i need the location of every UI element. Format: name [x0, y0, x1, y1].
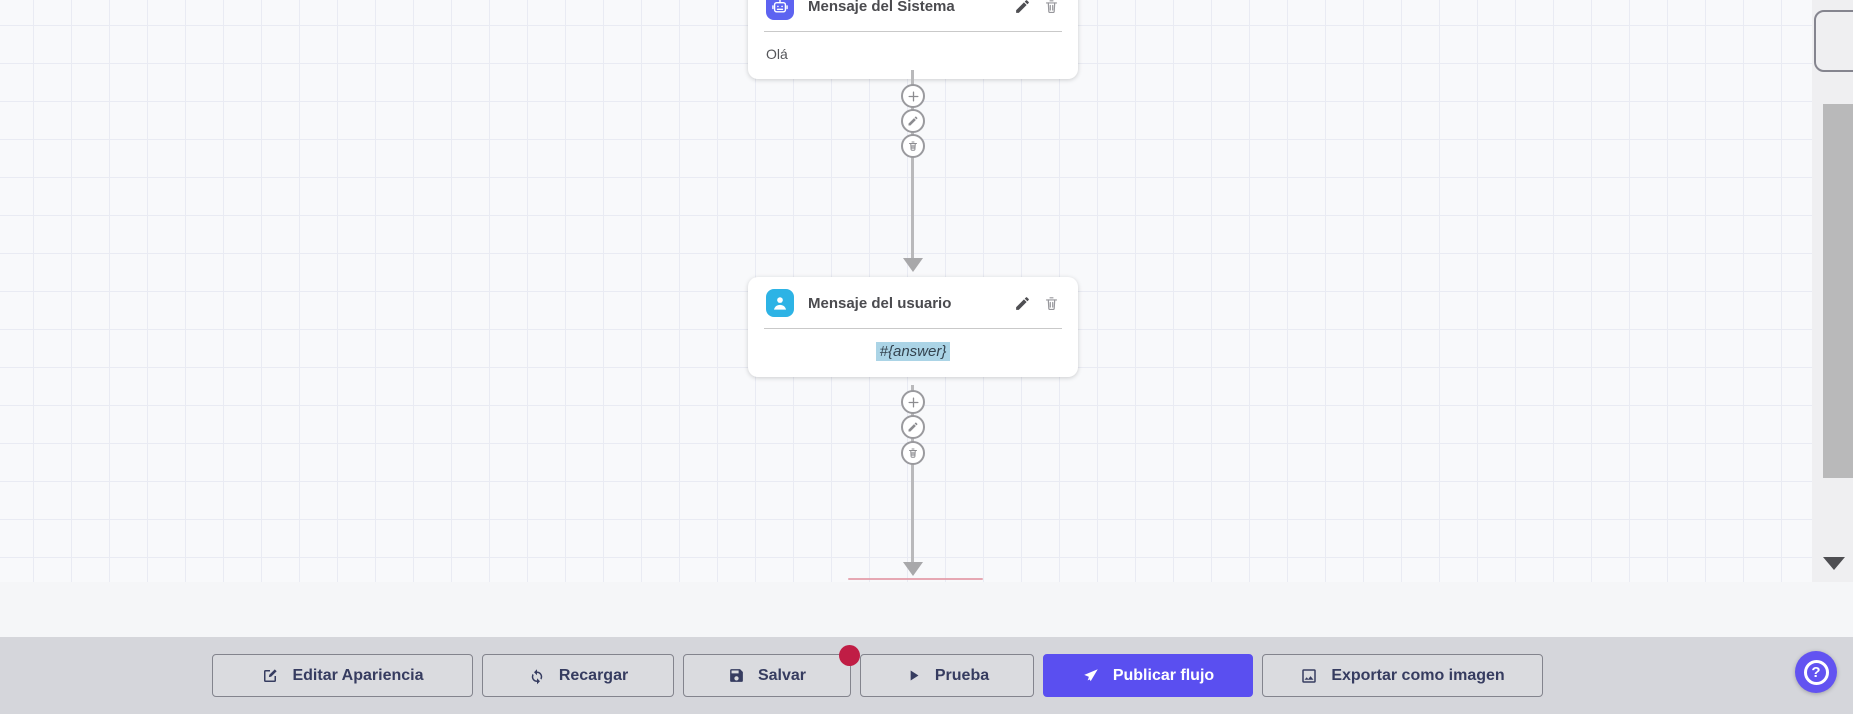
connector-arrow-icon: [903, 258, 923, 272]
delete-connector-button[interactable]: [901, 134, 925, 158]
edit-connector-button[interactable]: [901, 109, 925, 133]
canvas-panel-outline: [1814, 10, 1853, 72]
node-system-message[interactable]: Mensaje del Sistema Olá: [748, 0, 1078, 79]
node-body: Olá: [766, 46, 788, 62]
image-icon: [1302, 668, 1317, 683]
node-title: Mensaje del usuario: [808, 294, 952, 312]
button-label: Salvar: [757, 666, 807, 684]
help-button[interactable]: ?: [1795, 651, 1837, 693]
canvas-footer-strip: [0, 582, 1853, 637]
refresh-icon: [531, 668, 543, 684]
test-button[interactable]: Prueba: [860, 654, 1034, 697]
answer-variable: #{answer}: [875, 342, 951, 361]
add-node-button[interactable]: [901, 84, 925, 108]
button-label: Recargar: [558, 666, 629, 684]
delete-connector-button[interactable]: [901, 441, 925, 465]
save-icon: [730, 669, 743, 682]
edit-node-icon[interactable]: [1014, 0, 1031, 15]
rocket-icon: [1084, 668, 1098, 681]
edit-connector-button[interactable]: [901, 415, 925, 439]
node-title: Mensaje del Sistema: [808, 0, 955, 15]
canvas-scrollbar-thumb[interactable]: [1823, 104, 1853, 478]
button-label: Publicar flujo: [1112, 666, 1215, 684]
button-label: Exportar como imagen: [1331, 666, 1505, 684]
toolbar-buttons: Editar Apariencia Recargar Salvar Prueba: [212, 645, 1543, 697]
connector-arrow-icon: [903, 562, 923, 576]
next-node-peek: [848, 578, 983, 580]
user-icon: [766, 289, 794, 317]
reload-button[interactable]: Recargar: [482, 654, 674, 697]
play-icon: [910, 670, 919, 681]
unsaved-changes-badge: [839, 645, 860, 666]
add-node-button[interactable]: [901, 390, 925, 414]
save-button[interactable]: Salvar: [683, 645, 860, 697]
node-header: Mensaje del Sistema: [748, 0, 1078, 31]
flow-canvas[interactable]: Mensaje del Sistema Olá: [0, 0, 1853, 582]
help-label: ?: [1811, 663, 1821, 681]
delete-node-icon[interactable]: [1043, 0, 1060, 15]
node-user-message[interactable]: Mensaje del usuario #{answer}: [748, 277, 1078, 377]
robot-icon: [766, 0, 794, 20]
bottom-toolbar: Editar Apariencia Recargar Salvar Prueba: [0, 637, 1853, 714]
publish-flow-button[interactable]: Publicar flujo: [1043, 654, 1253, 697]
node-divider: [764, 31, 1062, 32]
export-image-button[interactable]: Exportar como imagen: [1262, 654, 1543, 697]
node-header: Mensaje del usuario: [748, 277, 1078, 328]
question-mark-icon: ?: [1803, 659, 1829, 685]
edit-icon: [264, 668, 278, 682]
node-body: #{answer}: [748, 329, 1078, 377]
node-divider: [764, 328, 1062, 329]
delete-node-icon[interactable]: [1043, 295, 1060, 312]
connector-line: [911, 70, 914, 262]
edit-appearance-button[interactable]: Editar Apariencia: [212, 654, 473, 697]
edit-node-icon[interactable]: [1014, 295, 1031, 312]
scroll-down-arrow-icon[interactable]: [1823, 557, 1845, 570]
button-label: Editar Apariencia: [292, 666, 424, 684]
connector-line: [911, 385, 914, 563]
button-label: Prueba: [934, 666, 990, 684]
